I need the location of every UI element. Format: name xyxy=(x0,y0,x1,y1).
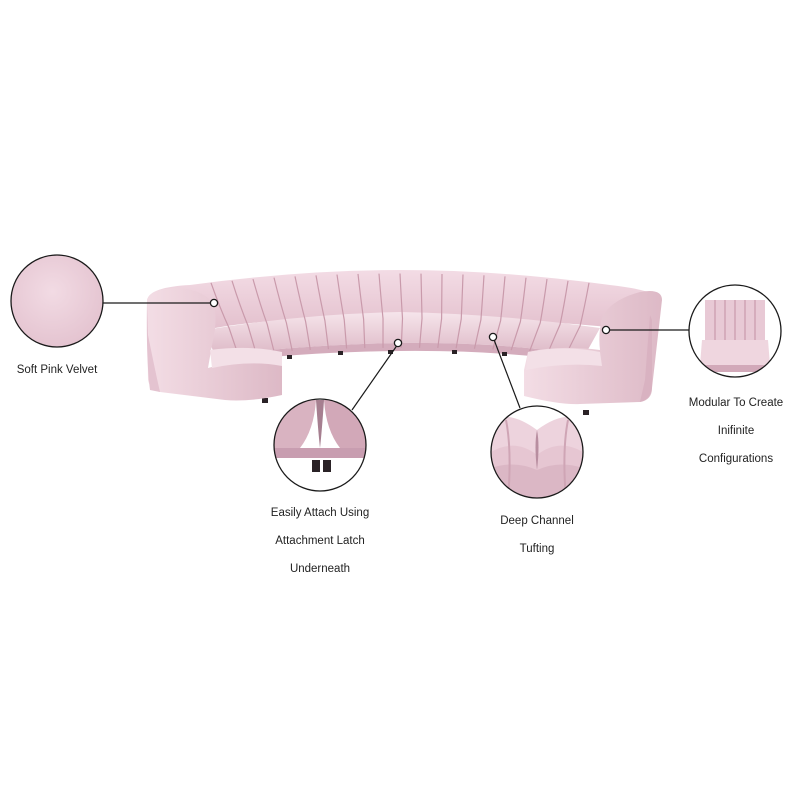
sofa-seat xyxy=(205,312,600,356)
label-line: Underneath xyxy=(289,563,351,575)
modular-label: Modular To Create Inifinite Configuratio… xyxy=(680,382,792,480)
soft-pink-velvet-label: Soft Pink Velvet xyxy=(10,349,104,391)
label-line: Soft Pink Velvet xyxy=(16,364,98,376)
attachment-latch-label: Easily Attach Using Attachment Latch Und… xyxy=(255,492,385,590)
channel-line xyxy=(378,273,384,348)
tufting-detail-icon xyxy=(490,405,584,499)
right-end-chair xyxy=(524,291,662,405)
left-end-chair xyxy=(147,288,282,401)
label-line: Inifinite xyxy=(717,425,755,437)
deep-channel-label: Deep Channel Tufting xyxy=(487,500,587,570)
channel-line xyxy=(399,273,404,348)
channel-line xyxy=(565,282,590,354)
label-line: Modular To Create xyxy=(688,397,784,409)
sofa-seat-front xyxy=(215,342,585,363)
anchor-dots xyxy=(209,298,611,348)
label-line: Deep Channel xyxy=(500,515,574,527)
channel-line xyxy=(357,273,366,349)
leader-lines xyxy=(103,302,689,411)
channel-line xyxy=(455,274,464,349)
channel-line xyxy=(273,277,293,351)
label-line: Easily Attach Using xyxy=(270,507,370,519)
channel-line xyxy=(510,277,527,351)
channel-line xyxy=(210,282,239,355)
channel-line xyxy=(529,279,548,352)
sofa-feet xyxy=(262,350,589,415)
left-chair-seat xyxy=(210,347,282,368)
left-chair-shadow xyxy=(146,300,160,392)
label-line: Attachment Latch xyxy=(275,535,365,547)
channel-line xyxy=(547,280,569,353)
right-chair-shadow xyxy=(640,315,652,402)
label-line: Configurations xyxy=(698,453,774,465)
channel-line xyxy=(492,276,506,350)
channel-line xyxy=(231,280,257,354)
label-line: Tufting xyxy=(519,543,555,555)
right-chair-seat xyxy=(526,348,602,370)
channel-line xyxy=(473,275,485,349)
channel-line xyxy=(252,278,275,353)
channel-line xyxy=(336,274,348,349)
channel-line xyxy=(437,273,443,349)
chair-detail-icon xyxy=(688,284,782,378)
channel-line xyxy=(294,276,311,351)
channel-line xyxy=(418,273,423,348)
channel-tufting-lines xyxy=(210,273,590,355)
latch-detail-icon xyxy=(273,398,367,492)
swatch-detail-icon xyxy=(10,254,104,348)
channel-line xyxy=(315,275,330,350)
curved-sofa xyxy=(146,270,662,415)
